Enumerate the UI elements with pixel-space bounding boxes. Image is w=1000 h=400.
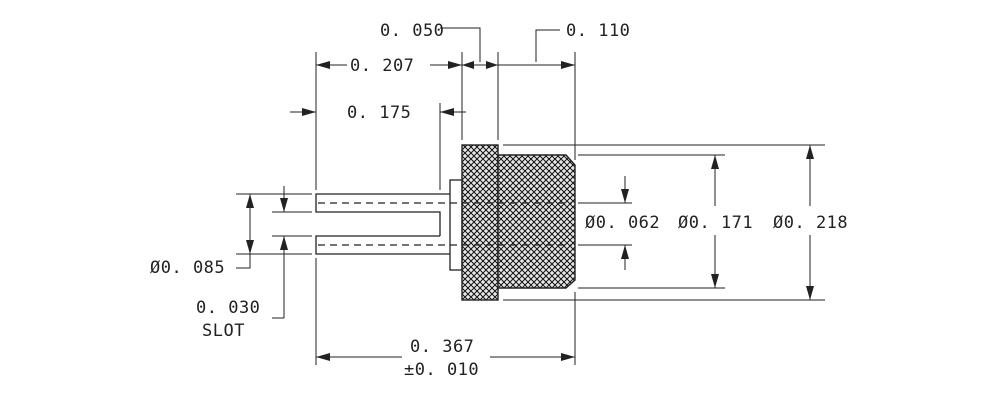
pin-lower-tine [315,235,450,255]
dim-110-label: 0. 110 [566,21,630,41]
dimension-lines [236,27,814,361]
dim-367-label: 0. 367 [410,337,474,357]
extension-lines [236,52,825,365]
dim-218-label: Ø0. 218 [773,213,848,233]
knurled-body [497,154,576,289]
dim-171-label: Ø0. 171 [678,213,753,233]
dim-207-label: 0. 207 [350,56,414,76]
dim-050-label: 0. 050 [380,21,444,41]
dim-062-label: Ø0. 062 [585,213,660,233]
dim-030-label: 0. 030 [196,298,260,318]
part-outline [315,144,576,301]
dim-085-label: Ø0. 085 [150,258,225,278]
knurled-flange [461,144,499,301]
slot-label: SLOT [202,321,245,341]
tolerance-label: ±0. 010 [404,360,479,380]
pin-upper-tine [315,193,450,236]
dimension-labels: 0. 050 0. 110 0. 207 0. 175 Ø0. 062 Ø0. … [150,21,848,380]
shoulder [449,179,463,271]
dim-175-label: 0. 175 [347,103,411,123]
